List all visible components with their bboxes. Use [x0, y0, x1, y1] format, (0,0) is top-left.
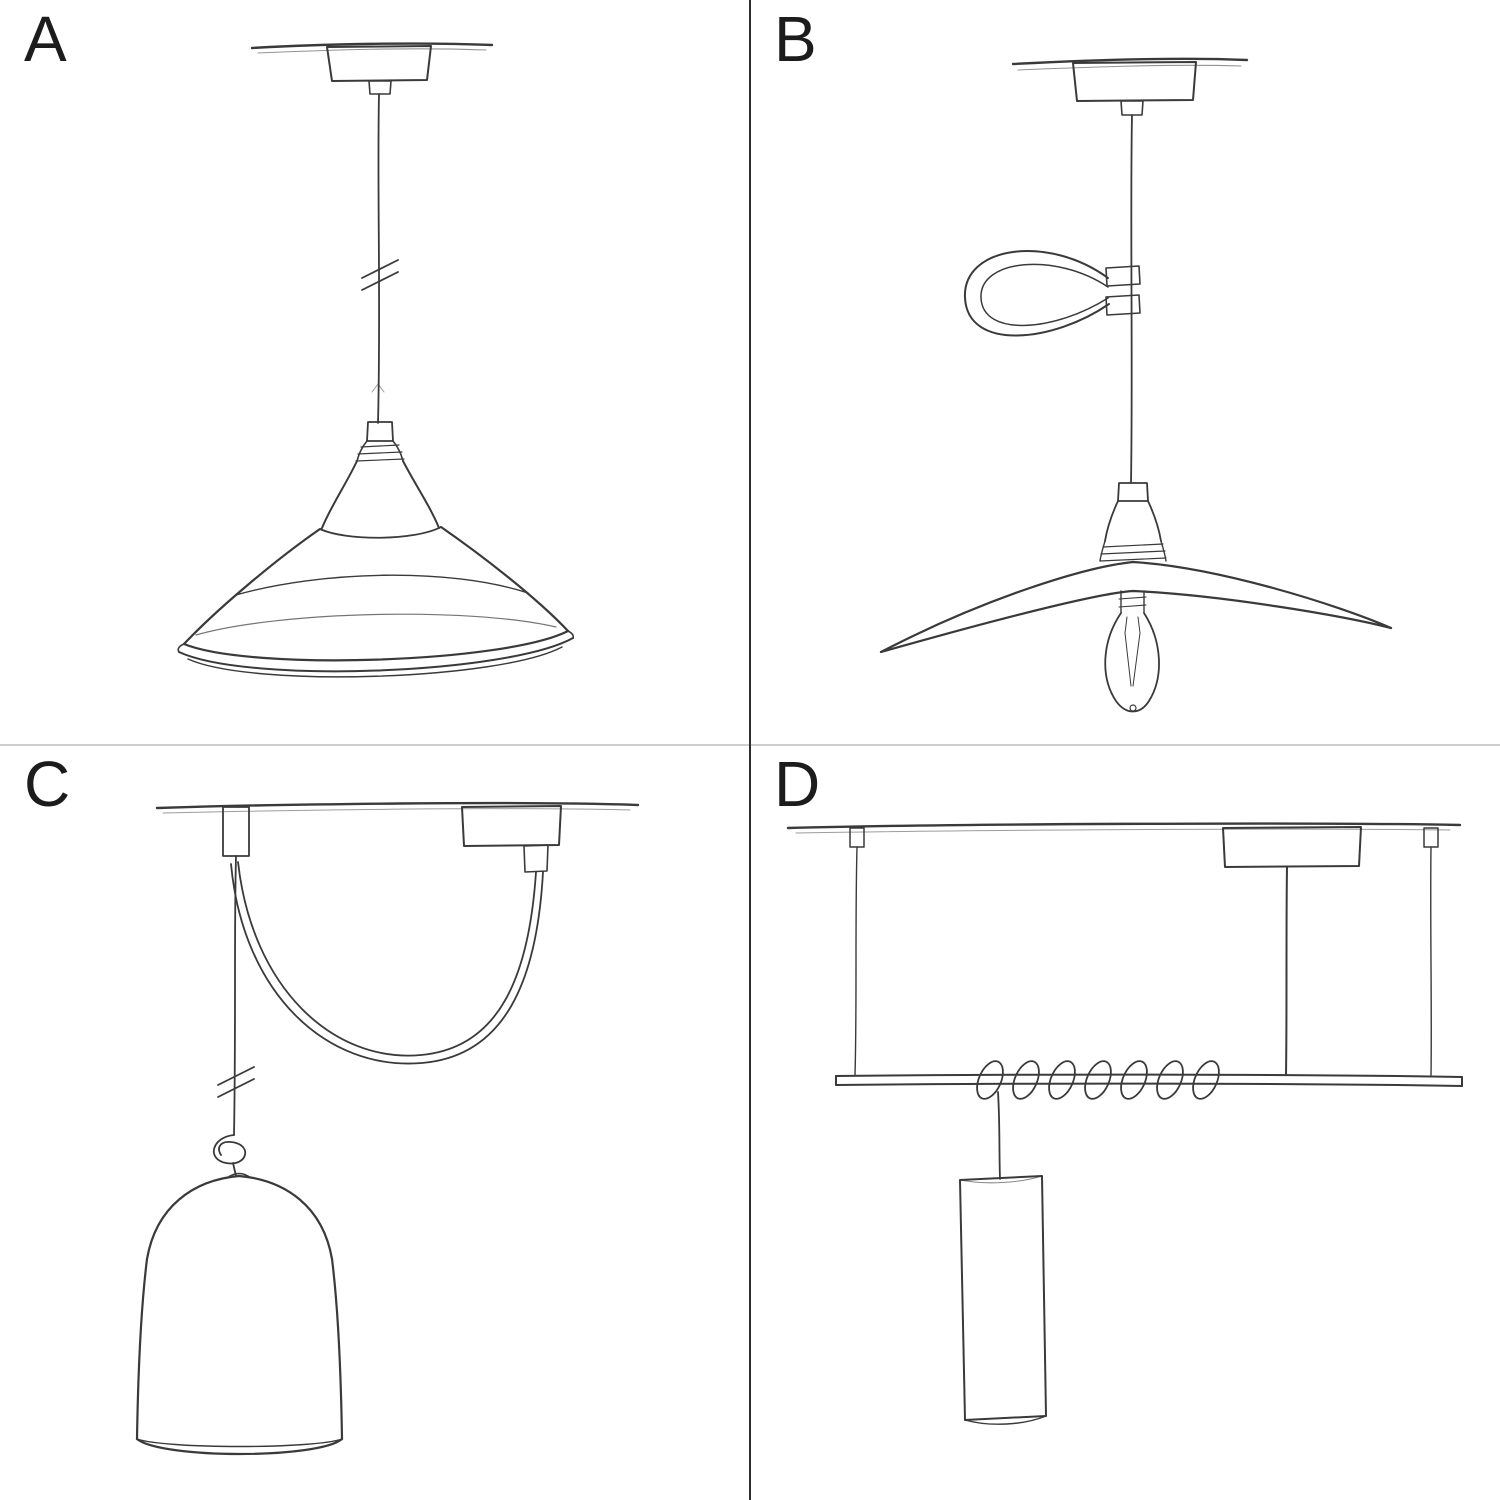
pendant-cable — [1130, 114, 1133, 484]
ceiling-mount — [250, 42, 494, 95]
swag-pendant-hook-dome-shade-sketch — [135, 801, 640, 1456]
panel-label-c: C — [24, 748, 72, 820]
ceiling-rose — [1072, 61, 1197, 102]
drop-cable — [997, 1091, 1001, 1180]
cable-clip-loop — [963, 250, 1141, 337]
vertical-divider — [749, 0, 751, 1500]
panel-c: C — [0, 745, 750, 1500]
panel-d: D — [750, 745, 1500, 1500]
cable-break-mark — [217, 1066, 255, 1086]
bar-suspension-coiled-cable-tube-shade-sketch — [786, 822, 1463, 1425]
ceiling-rose — [326, 45, 432, 82]
ceiling-mount — [1011, 57, 1249, 116]
ceiling-line — [786, 822, 1462, 834]
suspension-bar — [835, 1073, 1463, 1087]
suspension-cables — [854, 846, 1432, 1076]
panel-a: A — [0, 0, 750, 745]
panel-label-b: B — [774, 3, 818, 75]
coiled-cable — [976, 1060, 1220, 1100]
drop-cable — [217, 855, 255, 1136]
ceiling-attachments — [849, 826, 1439, 868]
ceiling-line — [155, 801, 640, 814]
pendant-cable-loop-clip-flat-shade-bulb-sketch — [879, 57, 1393, 713]
dome-shade — [135, 1172, 344, 1456]
swag-cable — [230, 861, 544, 1065]
pendant-cable — [361, 93, 399, 424]
panel-label-d: D — [774, 748, 822, 820]
industrial-shade — [177, 525, 575, 678]
panel-b: B — [750, 0, 1500, 745]
lamp-holder — [1099, 482, 1167, 562]
lamp-holder — [319, 421, 442, 539]
swag-hook — [222, 806, 250, 857]
cable-knot — [212, 1134, 247, 1177]
tube-shade — [959, 1175, 1047, 1425]
light-bulb — [1104, 590, 1160, 713]
panel-label-a: A — [24, 3, 68, 75]
ceiling-rose — [1222, 826, 1362, 868]
cable-break-mark — [361, 259, 399, 279]
pendant-straight-drop-industrial-shade-sketch — [177, 42, 575, 678]
ceiling-rose — [461, 805, 562, 873]
flat-plate-shade — [879, 560, 1393, 654]
